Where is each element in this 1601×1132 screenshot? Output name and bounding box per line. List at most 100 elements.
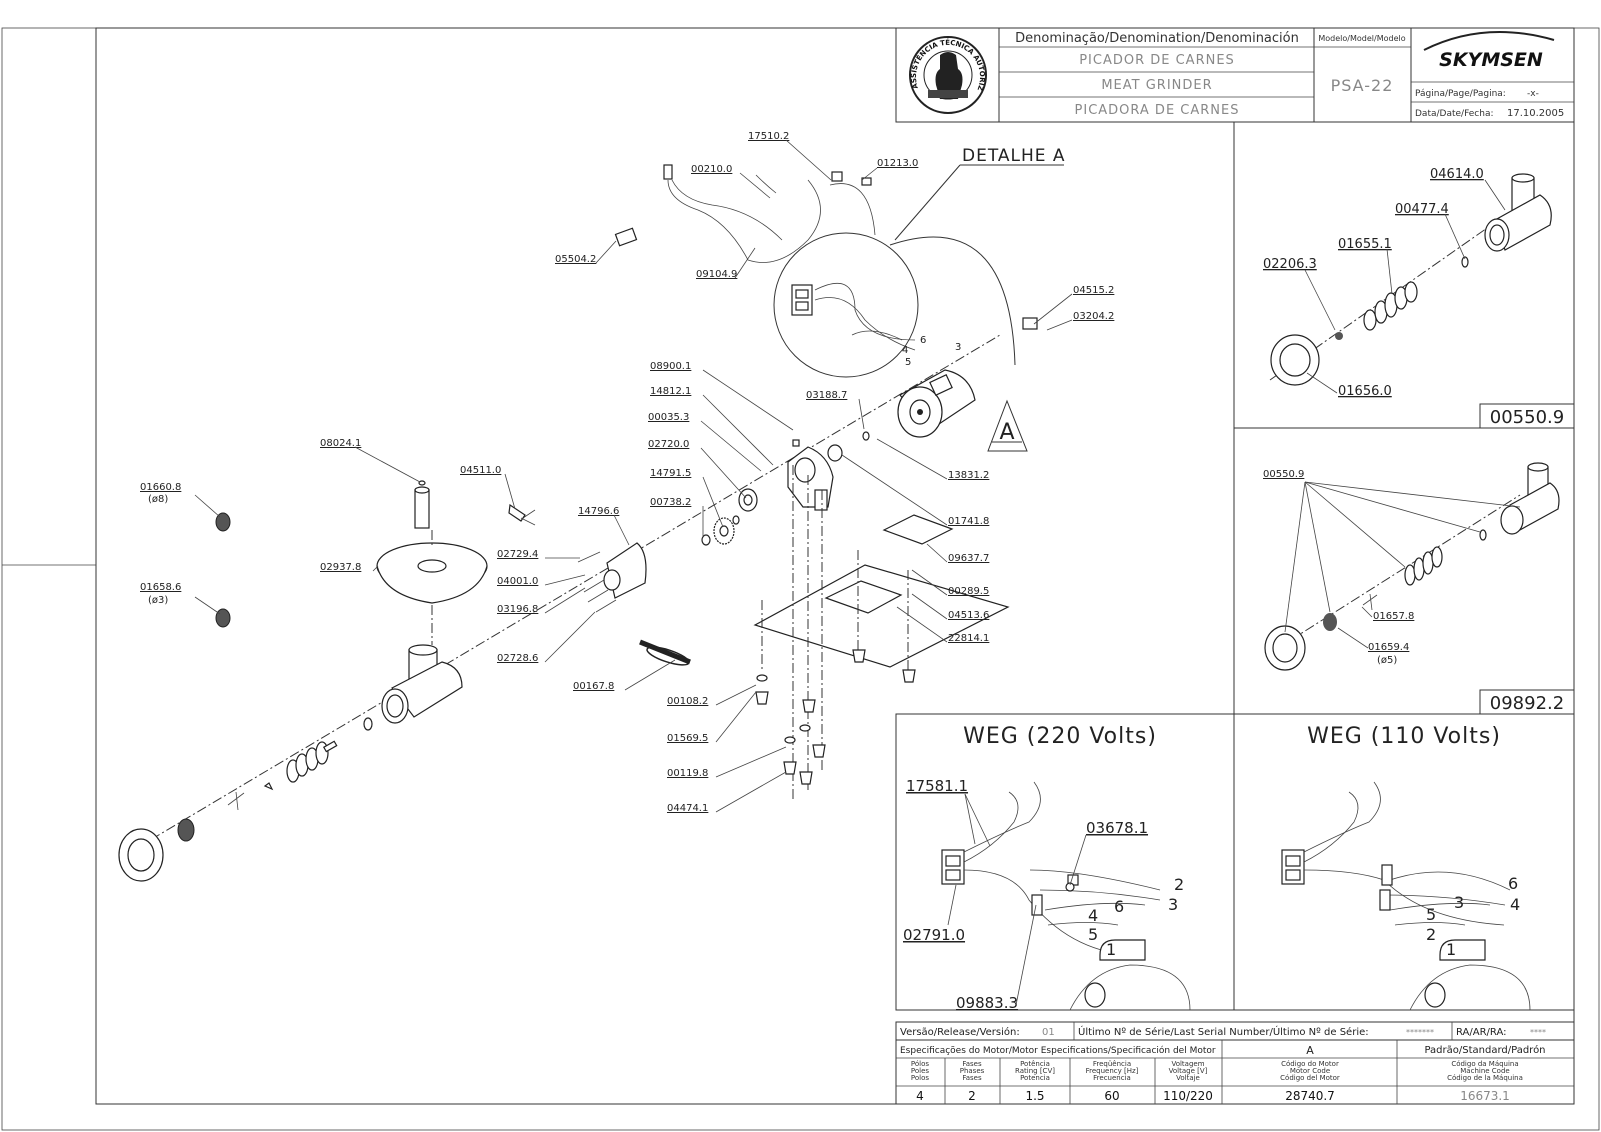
wiring-110-panel — [1233, 713, 1575, 1011]
pin — [263, 782, 274, 791]
perforated-plate — [177, 818, 195, 842]
part-00119: 00119.8 — [667, 768, 708, 779]
wire-110-2: 2 — [1426, 925, 1436, 944]
brand-name: SKYMSEN — [1439, 49, 1543, 71]
part-00289: 00289.5 — [948, 586, 989, 597]
col-machine-code-2: Código de la Máquina — [1447, 1074, 1523, 1082]
seal-text: ASSISTÊNCIA TÉCNICA AUTORIZADA — [0, 0, 986, 92]
drawing-frame — [95, 27, 1575, 1105]
knife — [227, 791, 245, 811]
part-03188: 03188.7 — [806, 390, 847, 401]
wire-220-5: 5 — [1088, 925, 1098, 944]
part-01655: 01655.1 — [1338, 237, 1392, 252]
col-poles-0: Pólos — [911, 1060, 929, 1068]
wiring-110-title: WEG (110 Volts) — [1307, 724, 1501, 749]
footer-table — [895, 1021, 1575, 1105]
svg-text:ASSISTÊNCIA TÉCNICA AUTORIZADA: ASSISTÊNCIA TÉCNICA AUTORIZADA — [0, 0, 986, 92]
motor-spec-label: Especificações do Motor/Motor Especifica… — [900, 1045, 1216, 1056]
detail-marker-letter: A — [999, 420, 1014, 445]
wire-220-2: 2 — [1174, 875, 1184, 894]
detail-a-circle — [773, 232, 919, 378]
part-09104: 09104.9 — [696, 269, 737, 280]
part-00167: 00167.8 — [573, 681, 614, 692]
wire-110-3: 3 — [1454, 893, 1464, 912]
part-02728: 02728.6 — [497, 653, 538, 664]
cable-gland — [1022, 317, 1038, 330]
part-01657: 01657.8 — [1373, 611, 1414, 622]
cable-label-tag — [614, 227, 638, 247]
part-04511: 04511.0 — [460, 465, 501, 476]
col-power-1: Rating [CV] — [1015, 1067, 1055, 1075]
worm-screw — [286, 740, 338, 783]
col-motor-code-1: Motor Code — [1290, 1067, 1330, 1075]
part-02729: 02729.4 — [497, 549, 538, 560]
col-freq-1: Frequency [Hz] — [1086, 1067, 1139, 1075]
part-14796: 14796.6 — [578, 506, 619, 517]
part-08024: 08024.1 — [320, 438, 361, 449]
svg-text:6: 6 — [920, 335, 926, 346]
gearbox-housing — [787, 431, 870, 511]
standard-header: Padrão/Standard/Padrón — [1424, 1044, 1545, 1056]
value-voltage: 110/220 — [1163, 1089, 1213, 1103]
feed-tray — [376, 542, 488, 604]
col-phases-1: Phases — [960, 1067, 985, 1075]
part-02720: 02720.0 — [648, 439, 689, 450]
gears — [701, 488, 758, 546]
part-14812: 14812.1 — [650, 386, 691, 397]
wire-220-3: 3 — [1168, 895, 1178, 914]
part-02937: 02937.8 — [320, 562, 361, 573]
part-00035: 00035.3 — [648, 412, 689, 423]
part-02206: 02206.3 — [1263, 257, 1317, 272]
washer — [363, 717, 373, 731]
wire-220-4: 4 — [1088, 906, 1098, 925]
part-09637: 09637.7 — [948, 553, 989, 564]
leader-lines — [194, 139, 1073, 813]
model-value: PSA-22 — [1331, 76, 1394, 95]
name-pt: PICADOR DE CARNES — [1079, 53, 1235, 68]
value-motor-code: 28740.7 — [1285, 1089, 1335, 1103]
wire-110-5: 5 — [1426, 905, 1436, 924]
rubber-feet — [755, 649, 916, 785]
part-04513: 04513.6 — [948, 610, 989, 621]
col-voltage-0: Voltagem — [1171, 1060, 1204, 1068]
plunger — [414, 480, 430, 529]
wire-220-1: 1 — [1106, 940, 1116, 959]
kit-b-code: 09892.2 — [1490, 693, 1564, 714]
wiring-220-title: WEG (220 Volts) — [963, 724, 1157, 749]
model-label: Modelo/Model/Modelo — [1318, 34, 1405, 43]
col-machine-code-1: Machine Code — [1460, 1067, 1509, 1075]
front-flange — [603, 542, 647, 599]
grinder-cylinder — [381, 644, 463, 724]
serial-label: Último Nº de Série/Last Serial Number/Úl… — [1078, 1025, 1369, 1038]
date-value: 17.10.2005 — [1507, 108, 1564, 119]
col-voltage-1: Voltage [V] — [1169, 1067, 1208, 1075]
kit-a-code: 00550.9 — [1490, 407, 1564, 428]
part-01213: 01213.0 — [877, 158, 918, 169]
part-04001: 04001.0 — [497, 576, 538, 587]
col-freq-2: Frecuencia — [1093, 1074, 1131, 1082]
col-motor-code-2: Código del Motor — [1280, 1074, 1340, 1082]
part-03196: 03196.8 — [497, 604, 538, 615]
value-poles: 4 — [916, 1089, 924, 1103]
col-voltage-2: Voltaje — [1176, 1074, 1200, 1082]
part-09883: 09883.3 — [956, 994, 1018, 1012]
svg-text:4: 4 — [902, 345, 908, 356]
wire-220-6: 6 — [1114, 897, 1124, 916]
version-value: 01 — [1042, 1027, 1055, 1038]
part-01656: 01656.0 — [1338, 384, 1392, 399]
wire-110-4: 4 — [1510, 895, 1520, 914]
col-power-2: Potencia — [1020, 1074, 1050, 1082]
part-01659-diameter: (ø5) — [1377, 655, 1397, 666]
value-phases: 2 — [968, 1089, 976, 1103]
part-00108: 00108.2 — [667, 696, 708, 707]
power-cord — [614, 164, 1038, 330]
part-04474: 04474.1 — [667, 803, 708, 814]
plate-8mm — [215, 512, 231, 532]
svg-text:5: 5 — [905, 357, 911, 368]
screws — [519, 509, 617, 613]
part-01660: 01660.8 — [140, 482, 181, 493]
part-00550: 00550.9 — [1263, 469, 1304, 480]
assembly-axis — [119, 334, 1001, 859]
motor-code-header: A — [1306, 1044, 1314, 1057]
